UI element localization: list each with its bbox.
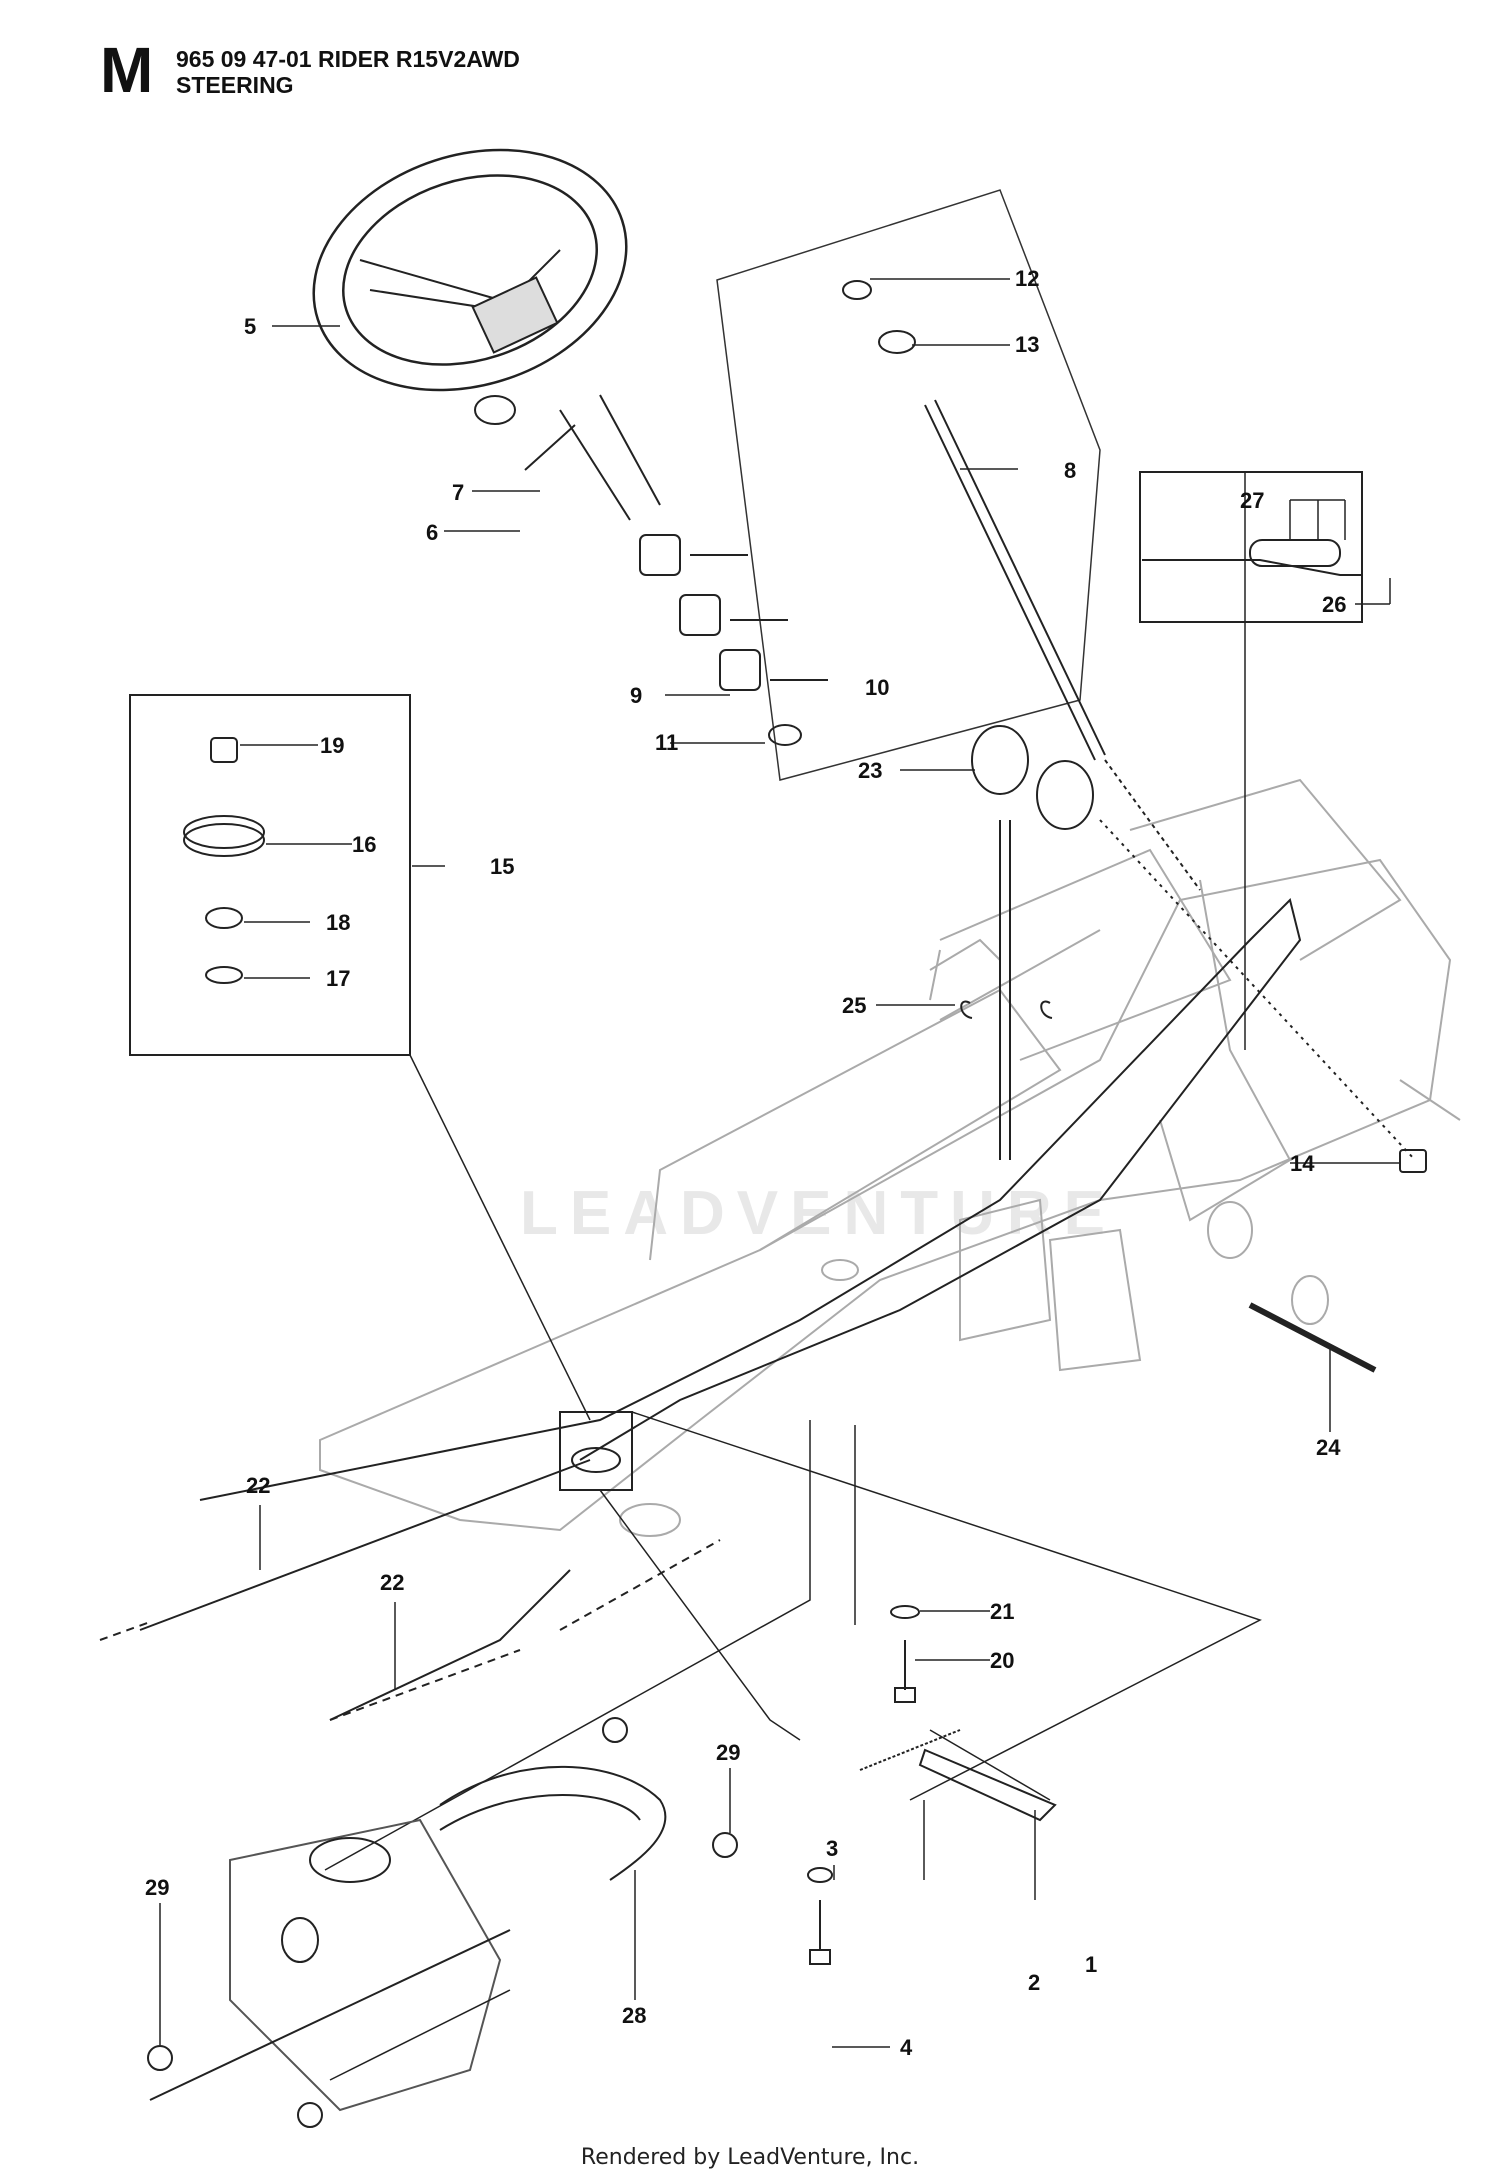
callout-1: 1 — [1085, 1952, 1097, 1977]
gearbox-bracket — [149, 1765, 667, 2112]
callout-16: 16 — [352, 832, 376, 857]
callout-29-upper: 29 — [716, 1740, 740, 1765]
callout-13: 13 — [1015, 332, 1039, 357]
callout-17: 17 — [326, 966, 350, 991]
callout-14: 14 — [1290, 1151, 1315, 1176]
callout-21: 21 — [990, 1599, 1014, 1624]
callout-25: 25 — [842, 993, 866, 1018]
callout-23: 23 — [858, 758, 882, 783]
couplers — [474, 395, 828, 746]
idler-pulleys — [971, 725, 1094, 1160]
section-letter: M — [100, 34, 154, 106]
callout-3: 3 — [826, 1836, 838, 1861]
axle-pin — [1248, 1302, 1377, 1373]
callout-26: 26 — [1322, 592, 1346, 617]
pulley-assembly — [183, 737, 265, 984]
callout-2: 2 — [1028, 1970, 1040, 1995]
watermark: LEADVENTURE — [520, 1179, 1118, 1248]
callout-20: 20 — [990, 1648, 1014, 1673]
chain-clamp — [1142, 539, 1362, 576]
callout-22-lower: 22 — [380, 1570, 404, 1595]
callout-4: 4 — [900, 2035, 913, 2060]
callout-11: 11 — [655, 730, 678, 755]
callout-22-upper: 22 — [246, 1473, 270, 1498]
callout-5: 5 — [244, 314, 256, 339]
inset-box-chain — [1139, 471, 1363, 623]
callout-18: 18 — [326, 910, 350, 935]
callout-7: 7 — [452, 480, 464, 505]
callout-15: 15 — [490, 854, 514, 879]
steering-wheel — [312, 148, 661, 521]
callout-6: 6 — [426, 520, 438, 545]
callout-28: 28 — [622, 2003, 646, 2028]
callout-29-lower: 29 — [145, 1875, 169, 1900]
callout-12: 12 — [1015, 266, 1039, 291]
section-title: STEERING — [176, 72, 294, 98]
steering-cable — [99, 898, 1302, 1721]
callout-27: 27 — [1240, 488, 1264, 513]
callout-24: 24 — [1316, 1435, 1341, 1460]
footer-credit: Rendered by LeadVenture, Inc. — [580, 2145, 920, 2170]
frame-chassis — [319, 778, 1461, 1537]
callout-10: 10 — [865, 675, 889, 700]
callout-9: 9 — [630, 683, 642, 708]
callout-19: 19 — [320, 733, 344, 758]
callout-8: 8 — [1064, 458, 1076, 483]
steering-shaft — [716, 189, 1416, 1161]
model-title: 965 09 47-01 RIDER R15V2AWD — [176, 46, 520, 72]
inset-box-pulley — [129, 694, 411, 1056]
